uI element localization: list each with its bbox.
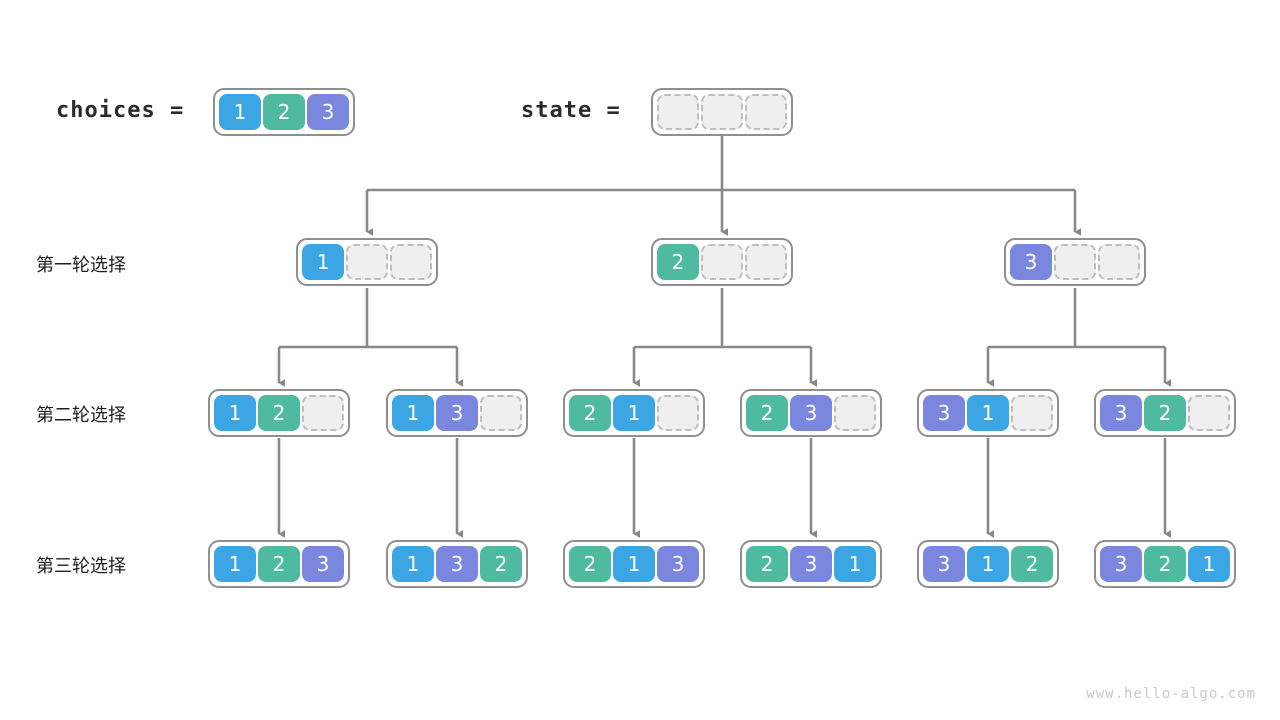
state-label: state = <box>521 98 621 123</box>
array-cell-empty <box>701 94 743 130</box>
tree-node-l1-2: 2 <box>651 238 793 286</box>
array-cell-filled: 2 <box>746 546 788 582</box>
array-cell-filled: 1 <box>214 546 256 582</box>
watermark: www.hello-algo.com <box>1086 686 1256 702</box>
array-cell-filled: 1 <box>613 395 655 431</box>
array-cell-filled: 1 <box>1188 546 1230 582</box>
tree-node-l1-3: 3 <box>1004 238 1146 286</box>
array-cell-filled: 3 <box>923 395 965 431</box>
state-array-box <box>651 88 793 136</box>
row-label-round3: 第三轮选择 <box>36 556 126 577</box>
array-cell-filled: 2 <box>569 395 611 431</box>
array-cell-filled: 2 <box>657 244 699 280</box>
array-cell-filled: 1 <box>834 546 876 582</box>
array-cell-filled: 3 <box>302 546 344 582</box>
array-cell-filled: 2 <box>258 546 300 582</box>
array-cell-filled: 1 <box>613 546 655 582</box>
array-cell-empty <box>657 395 699 431</box>
array-cell-empty <box>1054 244 1096 280</box>
array-cell-filled: 1 <box>967 395 1009 431</box>
choices-label: choices = <box>56 98 185 123</box>
array-cell-filled: 1 <box>302 244 344 280</box>
array-cell-filled: 1 <box>214 395 256 431</box>
array-cell-filled: 2 <box>1011 546 1053 582</box>
array-cell-filled: 3 <box>790 546 832 582</box>
array-cell-filled: 3 <box>1100 546 1142 582</box>
row-label-round2: 第二轮选择 <box>36 405 126 426</box>
tree-node-l1-1: 1 <box>296 238 438 286</box>
array-cell-filled: 1 <box>967 546 1009 582</box>
array-cell-empty <box>701 244 743 280</box>
array-cell-filled: 2 <box>480 546 522 582</box>
array-cell-filled: 3 <box>436 395 478 431</box>
array-cell-filled: 3 <box>1100 395 1142 431</box>
row-label-round1: 第一轮选择 <box>36 255 126 276</box>
array-cell-empty <box>1188 395 1230 431</box>
array-cell-empty <box>745 244 787 280</box>
array-cell-empty <box>834 395 876 431</box>
array-cell-filled: 2 <box>569 546 611 582</box>
array-cell-empty <box>1011 395 1053 431</box>
array-cell-empty <box>390 244 432 280</box>
array-cell-empty <box>480 395 522 431</box>
array-cell-filled: 2 <box>1144 395 1186 431</box>
array-cell-empty <box>346 244 388 280</box>
array-cell-empty <box>745 94 787 130</box>
array-cell-filled: 1 <box>392 395 434 431</box>
array-cell-empty <box>1098 244 1140 280</box>
array-cell-empty <box>302 395 344 431</box>
array-cell-empty <box>657 94 699 130</box>
array-cell-filled: 1 <box>219 94 261 130</box>
array-cell-filled: 3 <box>1010 244 1052 280</box>
array-cell-filled: 2 <box>1144 546 1186 582</box>
array-cell-filled: 2 <box>263 94 305 130</box>
array-cell-filled: 3 <box>790 395 832 431</box>
array-cell-filled: 3 <box>923 546 965 582</box>
array-cell-filled: 3 <box>657 546 699 582</box>
array-cell-filled: 3 <box>436 546 478 582</box>
array-cell-filled: 1 <box>392 546 434 582</box>
array-cell-filled: 2 <box>746 395 788 431</box>
array-cell-filled: 2 <box>258 395 300 431</box>
array-cell-filled: 3 <box>307 94 349 130</box>
